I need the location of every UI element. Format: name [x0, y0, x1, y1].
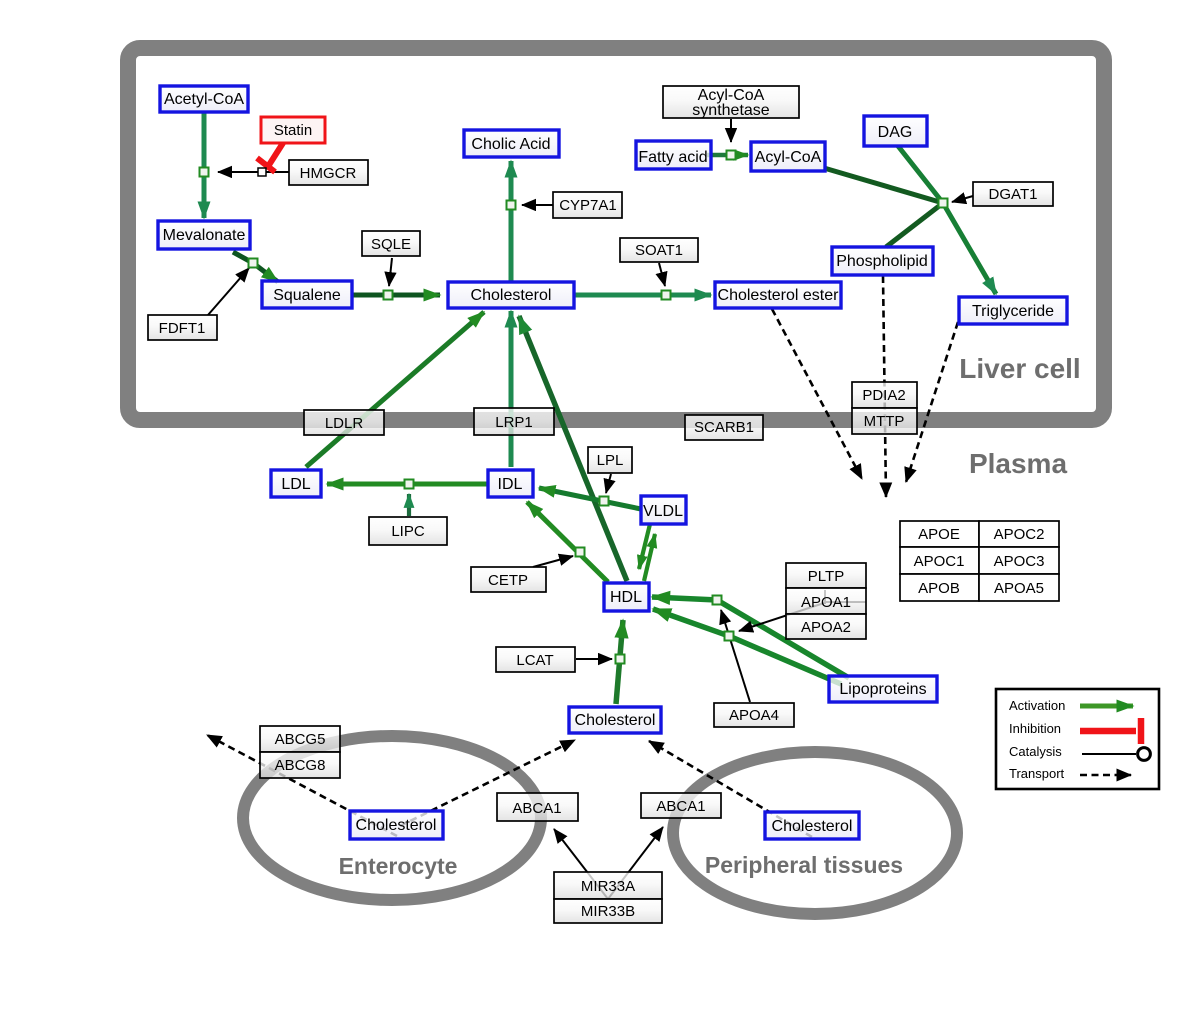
- svg-text:Squalene: Squalene: [273, 287, 341, 304]
- svg-text:VLDL: VLDL: [643, 503, 683, 520]
- svg-text:APOB: APOB: [918, 580, 960, 597]
- svg-text:Cholesterol: Cholesterol: [575, 712, 656, 729]
- svg-text:LRP1: LRP1: [495, 414, 533, 431]
- svg-text:Plasma: Plasma: [969, 448, 1067, 479]
- svg-text:Statin: Statin: [274, 122, 312, 139]
- svg-text:Cholesterol ester: Cholesterol ester: [718, 287, 840, 304]
- svg-text:LDL: LDL: [281, 476, 310, 493]
- svg-text:SQLE: SQLE: [371, 236, 411, 253]
- svg-text:LPL: LPL: [597, 452, 624, 469]
- svg-text:Activation: Activation: [1009, 698, 1065, 713]
- svg-text:Cholesterol: Cholesterol: [772, 818, 853, 835]
- svg-text:Acetyl-CoA: Acetyl-CoA: [164, 91, 244, 108]
- svg-text:APOC3: APOC3: [994, 553, 1045, 570]
- svg-text:Acyl-CoA: Acyl-CoA: [755, 149, 822, 166]
- svg-text:Cholic Acid: Cholic Acid: [471, 136, 550, 153]
- svg-text:PDIA2: PDIA2: [862, 387, 905, 404]
- svg-text:HMGCR: HMGCR: [300, 165, 357, 182]
- svg-text:Liver cell: Liver cell: [959, 353, 1080, 384]
- svg-text:IDL: IDL: [498, 476, 523, 493]
- svg-text:CYP7A1: CYP7A1: [559, 197, 617, 214]
- svg-text:MIR33A: MIR33A: [581, 878, 635, 895]
- svg-text:Acyl-CoA: Acyl-CoA: [698, 87, 765, 104]
- svg-text:Peripheral tissues: Peripheral tissues: [705, 852, 903, 878]
- svg-text:synthetase: synthetase: [692, 102, 769, 119]
- svg-text:ABCG5: ABCG5: [275, 731, 326, 748]
- svg-text:DAG: DAG: [878, 124, 913, 141]
- svg-text:APOA5: APOA5: [994, 580, 1044, 597]
- svg-text:LIPC: LIPC: [391, 523, 425, 540]
- svg-text:Fatty acid: Fatty acid: [638, 149, 707, 166]
- svg-text:APOE: APOE: [918, 526, 960, 543]
- svg-text:ABCA1: ABCA1: [656, 798, 705, 815]
- svg-text:FDFT1: FDFT1: [159, 320, 206, 337]
- svg-text:SCARB1: SCARB1: [694, 419, 754, 436]
- svg-text:HDL: HDL: [610, 589, 642, 606]
- svg-text:ABCA1: ABCA1: [512, 800, 561, 817]
- svg-text:Cholesterol: Cholesterol: [471, 287, 552, 304]
- svg-text:DGAT1: DGAT1: [989, 186, 1038, 203]
- svg-text:Enterocyte: Enterocyte: [339, 853, 458, 879]
- svg-text:APOA2: APOA2: [801, 619, 851, 636]
- svg-text:APOC1: APOC1: [914, 553, 965, 570]
- svg-text:LCAT: LCAT: [516, 652, 553, 669]
- svg-text:APOA4: APOA4: [729, 707, 779, 724]
- svg-text:Transport: Transport: [1009, 766, 1065, 781]
- svg-text:Catalysis: Catalysis: [1009, 744, 1062, 759]
- svg-text:SOAT1: SOAT1: [635, 242, 683, 259]
- svg-text:Mevalonate: Mevalonate: [163, 227, 246, 244]
- svg-text:PLTP: PLTP: [808, 568, 844, 585]
- svg-text:APOC2: APOC2: [994, 526, 1045, 543]
- svg-text:MIR33B: MIR33B: [581, 903, 635, 920]
- svg-text:MTTP: MTTP: [864, 413, 905, 430]
- svg-text:Lipoproteins: Lipoproteins: [839, 681, 926, 698]
- svg-text:APOA1: APOA1: [801, 594, 851, 611]
- svg-text:Triglyceride: Triglyceride: [972, 303, 1054, 320]
- svg-text:Inhibition: Inhibition: [1009, 721, 1061, 736]
- svg-text:ABCG8: ABCG8: [275, 757, 326, 774]
- svg-text:CETP: CETP: [488, 572, 528, 589]
- svg-text:LDLR: LDLR: [325, 415, 364, 432]
- svg-text:Phospholipid: Phospholipid: [836, 253, 928, 270]
- svg-text:Cholesterol: Cholesterol: [356, 817, 437, 834]
